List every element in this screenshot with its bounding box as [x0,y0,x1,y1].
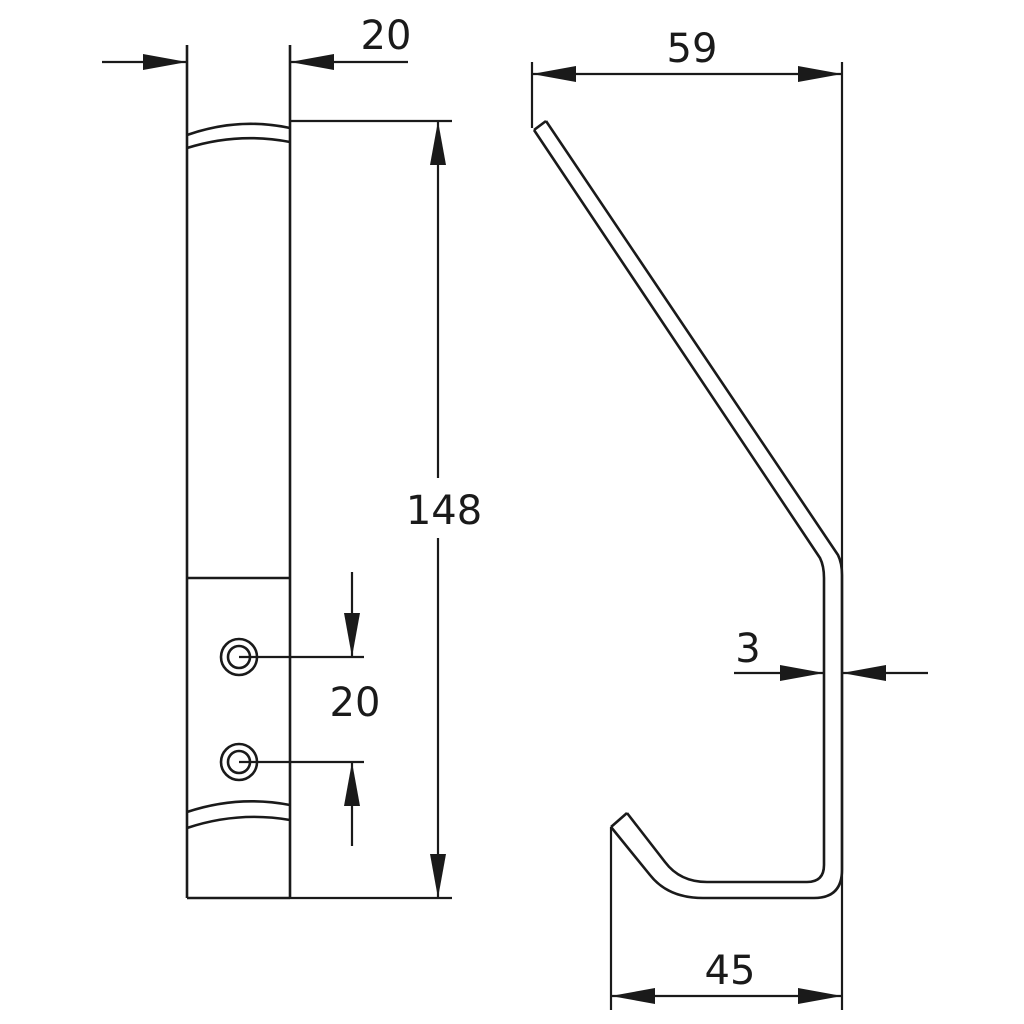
dimension-front-width: 20 [102,13,411,70]
dimension-front-width-label: 20 [361,13,412,59]
hook-profile [532,119,844,900]
dimension-side-top-width-label: 59 [667,26,718,72]
dimension-side-top-width: 59 [532,26,842,82]
front-body-outline [185,45,292,900]
dimension-hole-spacing: 20 [239,572,380,846]
side-view: 59 3 45 [530,26,928,1010]
dimension-side-bottom-width: 45 [611,948,842,1004]
dimension-side-thickness-label: 3 [735,626,760,672]
front-view: 20 148 20 [102,13,490,900]
dimension-front-height-label: 148 [406,488,482,534]
dimension-front-height: 148 [290,119,490,900]
dimension-hole-spacing-label: 20 [330,680,381,726]
dimension-side-bottom-width-label: 45 [705,948,756,994]
dimension-side-thickness: 3 [734,626,928,681]
